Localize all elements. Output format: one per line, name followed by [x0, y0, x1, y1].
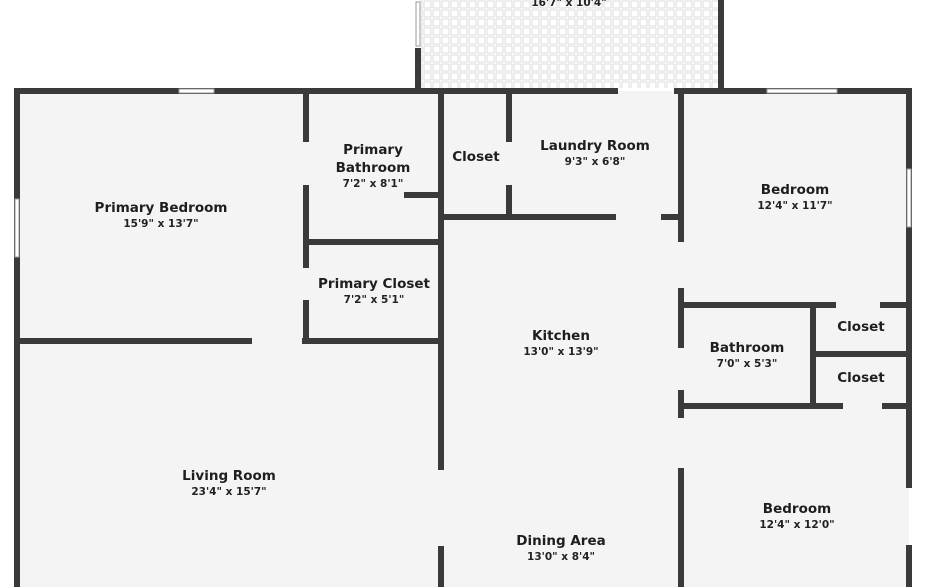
room-dimensions: 23'4" x 15'7"	[191, 486, 267, 498]
room-bedroom: Bedroom 12'4" x 11'7"	[757, 181, 832, 213]
room-name: Bedroom	[760, 182, 830, 198]
room-closet: Closet	[837, 318, 884, 336]
room-dimensions: 9'3" x 6'8"	[564, 156, 626, 168]
patio-floor	[420, 0, 719, 88]
room-dimensions: 12'4" x 12'0"	[759, 519, 835, 531]
room-dimensions: 7'2" x 8'1"	[342, 178, 404, 190]
room-name: Bedroom	[762, 501, 832, 517]
patio-dimensions: 16'7" x 10'4"	[531, 0, 607, 9]
room-name: Living Room	[182, 468, 276, 484]
room-dimensions: 13'0" x 8'4"	[527, 551, 595, 563]
room-name: Dining Area	[516, 533, 606, 549]
window	[906, 168, 912, 228]
room-dimensions: 13'0" x 13'9"	[523, 346, 599, 358]
room-dining-area: Dining Area 13'0" x 8'4"	[516, 532, 605, 564]
windows	[14, 1, 912, 258]
room-bedroom: Bedroom 12'4" x 12'0"	[759, 500, 834, 532]
room-name: Bathroom	[335, 160, 411, 176]
room-name: Bathroom	[709, 340, 785, 356]
patio-label: 16'7" x 10'4"	[531, 0, 606, 10]
room-name: Closet	[837, 319, 885, 335]
room-dimensions: 15'9" x 13'7"	[123, 218, 199, 230]
room-name: Closet	[452, 149, 500, 165]
window	[766, 88, 838, 94]
room-name: Primary	[343, 142, 403, 158]
room-living-room: Living Room 23'4" x 15'7"	[182, 467, 276, 499]
room-dimensions: 12'4" x 11'7"	[757, 200, 833, 212]
room-kitchen: Kitchen 13'0" x 13'9"	[523, 327, 598, 359]
room-name: Laundry Room	[540, 138, 650, 154]
room-dimensions: 7'0" x 5'3"	[716, 358, 778, 370]
room-closet: Closet	[837, 369, 884, 387]
room-primary-closet: Primary Closet 7'2" x 5'1"	[318, 275, 430, 307]
window	[14, 198, 20, 258]
room-closet: Closet	[452, 148, 499, 166]
room-laundry-room: Laundry Room 9'3" x 6'8"	[540, 137, 650, 169]
room-dimensions: 7'2" x 5'1"	[343, 294, 405, 306]
room-name: Primary Bedroom	[94, 200, 228, 216]
room-name: Closet	[837, 370, 885, 386]
window	[415, 1, 421, 47]
window	[178, 88, 215, 94]
room-primary-bedroom: Primary Bedroom 15'9" x 13'7"	[95, 199, 228, 231]
room-name: Primary Closet	[318, 276, 430, 292]
room-name: Kitchen	[532, 328, 590, 344]
room-primary-bathroom: Primary Bathroom 7'2" x 8'1"	[336, 141, 411, 191]
room-bathroom: Bathroom 7'0" x 5'3"	[710, 339, 785, 371]
